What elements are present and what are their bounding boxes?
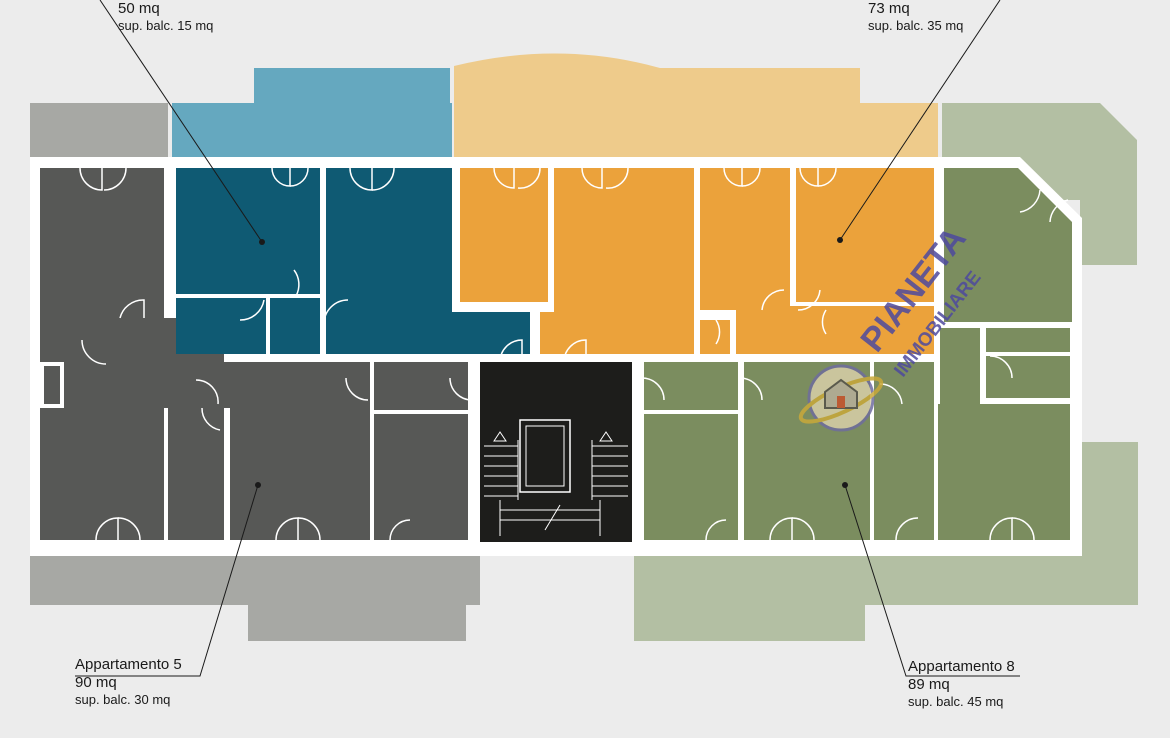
apartment-8-rooms [644, 168, 1072, 540]
apartment-7-area: 73 mq [868, 0, 910, 17]
apartment-6-rooms [176, 168, 530, 354]
apartment-8-area: 89 mq [908, 676, 950, 693]
apartment-5-balcony: sup. balc. 30 mq [75, 692, 171, 707]
balcony-apartment-6-upper [254, 68, 450, 108]
balcony-apartment-8-bottom [634, 442, 1138, 641]
balcony-apartment-5-bottom [30, 548, 480, 641]
balcony-apartment-6 [172, 103, 452, 158]
leader-lines [75, 0, 1020, 677]
balcony-apartment-5-top [30, 103, 168, 158]
balcony-apartment-7 [454, 53, 938, 158]
apartment-5-rooms [40, 168, 468, 540]
apartment-5-name: Appartamento 5 [75, 656, 182, 673]
label-apartment-8: Appartamento 8 89 mq sup. balc. 45 mq [908, 658, 1015, 710]
apartment-7-balcony: sup. balc. 35 mq [868, 18, 964, 33]
stairwell [480, 362, 632, 542]
door-swings [79, 167, 1069, 541]
label-apartment-6: 50 mq sup. balc. 15 mq [118, 0, 213, 34]
apartment-8-balcony: sup. balc. 45 mq [908, 694, 1004, 709]
apartment-8-name: Appartamento 8 [908, 658, 1015, 675]
apartment-6-balcony: sup. balc. 15 mq [118, 18, 214, 33]
apartment-6-area: 50 mq [118, 0, 160, 17]
label-apartment-7: 73 mq sup. balc. 35 mq [868, 0, 963, 34]
balconies [30, 53, 1138, 641]
apartment-7-rooms [460, 168, 934, 354]
apartment-5-area: 90 mq [75, 674, 117, 691]
label-apartment-5: Appartamento 5 90 mq sup. balc. 30 mq [75, 656, 182, 708]
pianeta-immobiliare-logo: PIANETA IMMOBILIARE [798, 230, 986, 432]
